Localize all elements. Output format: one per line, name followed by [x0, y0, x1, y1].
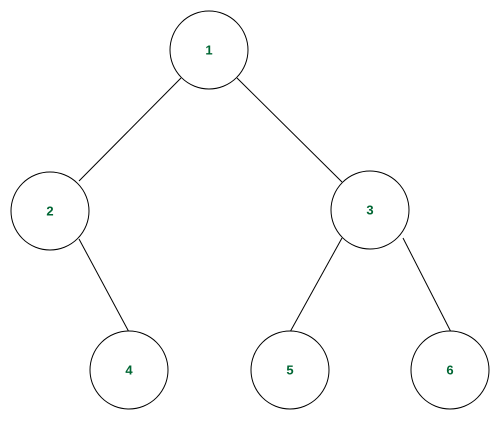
node-label: 4	[125, 363, 133, 378]
node-circle	[410, 330, 490, 410]
edge-1-2	[78, 77, 182, 182]
node-circle	[169, 10, 249, 90]
edges-layer	[78, 77, 452, 333]
node-label: 2	[46, 204, 53, 219]
tree-node-5: 5	[250, 330, 330, 410]
node-label: 5	[286, 363, 293, 378]
node-circle	[89, 330, 169, 410]
edge-1-3	[236, 77, 343, 183]
tree-node-2: 2	[10, 171, 90, 251]
edge-3-5	[289, 237, 343, 333]
node-circle	[250, 330, 330, 410]
tree-node-4: 4	[89, 330, 169, 410]
node-label: 6	[446, 363, 453, 378]
node-circle	[330, 170, 410, 250]
nodes-layer: 1 2 3 4 5 6	[10, 10, 490, 410]
tree-node-6: 6	[410, 330, 490, 410]
tree-node-1: 1	[169, 10, 249, 90]
node-circle	[10, 171, 90, 251]
node-label: 3	[366, 203, 373, 218]
tree-node-3: 3	[330, 170, 410, 250]
edge-2-4	[78, 238, 130, 333]
node-label: 1	[205, 43, 212, 58]
edge-3-6	[402, 237, 452, 333]
